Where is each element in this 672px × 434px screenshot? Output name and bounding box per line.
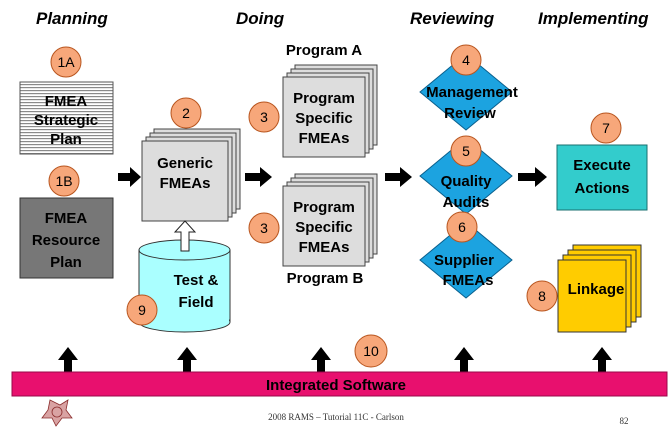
badge-3b: 3: [248, 212, 280, 244]
badge-3a: 3: [248, 101, 280, 133]
program-a-line1: Program: [293, 90, 355, 107]
badge-4: 4: [450, 44, 482, 76]
supplier-fmeas-line1: Supplier: [434, 252, 494, 269]
svg-text:3: 3: [260, 109, 268, 125]
quality-audits-line1: Quality: [441, 173, 493, 190]
program-b-line2: Specific: [295, 219, 353, 236]
program-a-stack: Program Specific FMEAs: [282, 64, 378, 158]
strategic-plan-line2: Strategic: [34, 112, 98, 129]
phase-planning: Planning: [36, 9, 108, 28]
strategic-plan-line1: FMEA: [45, 93, 88, 110]
svg-text:10: 10: [363, 343, 379, 359]
svg-text:1B: 1B: [55, 173, 72, 189]
program-a-line2: Specific: [295, 110, 353, 127]
execute-line2: Actions: [574, 180, 629, 197]
resource-plan-line1: FMEA: [45, 210, 88, 227]
badge-5: 5: [450, 135, 482, 167]
program-b-line1: Program: [293, 199, 355, 216]
svg-text:3: 3: [260, 220, 268, 236]
rams-logo: [41, 399, 73, 427]
phase-doing: Doing: [236, 9, 285, 28]
linkage-stack: Linkage: [557, 244, 642, 333]
resource-plan-line3: Plan: [50, 254, 82, 271]
linkage-label: Linkage: [568, 281, 625, 298]
arrow-test-to-generic: [173, 220, 197, 252]
badge-8: 8: [526, 280, 558, 312]
execute-actions-box: Execute Actions: [556, 144, 648, 211]
quality-audits-line2: Audits: [443, 194, 490, 211]
footer-text: 2008 RAMS – Tutorial 11C - Carlson: [268, 412, 404, 422]
badge-1a: 1A: [50, 46, 82, 78]
badge-10: 10: [354, 334, 388, 368]
execute-line1: Execute: [573, 157, 631, 174]
phase-implementing: Implementing: [538, 9, 649, 28]
phase-reviewing: Reviewing: [410, 9, 495, 28]
resource-plan-box: FMEA Resource Plan: [19, 197, 114, 279]
strategic-plan-box: FMEA Strategic Plan: [19, 81, 114, 155]
test-field-line1: Test &: [174, 272, 219, 289]
svg-text:5: 5: [462, 143, 470, 159]
management-review-line2: Review: [444, 105, 496, 122]
supplier-fmeas-diamond: [419, 221, 513, 299]
test-field-cylinder: Test & Field: [138, 239, 231, 333]
svg-text:1A: 1A: [57, 54, 75, 70]
page-number: 82: [620, 416, 629, 426]
integrated-software-bar: Integrated Software: [11, 371, 668, 397]
svg-text:6: 6: [458, 219, 466, 235]
arrow-review-to-execute: [518, 167, 547, 187]
arrow-plan-to-generic: [118, 167, 141, 187]
program-b-stack: Program Specific FMEAs: [282, 173, 378, 267]
svg-text:2: 2: [182, 105, 190, 121]
badge-2: 2: [170, 97, 202, 129]
badge-1b: 1B: [48, 165, 80, 197]
software-up-arrows: [58, 347, 612, 372]
program-b-title: Program B: [287, 270, 364, 287]
program-a-title: Program A: [286, 42, 362, 59]
integrated-software-label: Integrated Software: [266, 377, 406, 394]
badge-6: 6: [446, 211, 478, 243]
management-review-diamond: [419, 53, 513, 131]
svg-text:7: 7: [602, 120, 610, 136]
generic-line2: FMEAs: [160, 175, 211, 192]
badge-7: 7: [590, 112, 622, 144]
strategic-plan-line3: Plan: [50, 131, 82, 148]
arrow-program-to-review: [385, 167, 412, 187]
program-b-line3: FMEAs: [299, 239, 350, 256]
generic-fmeas-stack: Generic FMEAs: [141, 128, 241, 222]
management-review-line1: Management: [426, 84, 518, 101]
supplier-fmeas-line2: FMEAs: [443, 272, 494, 289]
svg-text:8: 8: [538, 288, 546, 304]
arrow-generic-to-program: [245, 167, 272, 187]
test-field-line2: Field: [178, 294, 213, 311]
resource-plan-line2: Resource: [32, 232, 100, 249]
generic-line1: Generic: [157, 155, 213, 172]
badge-9: 9: [126, 294, 158, 326]
program-a-line3: FMEAs: [299, 130, 350, 147]
svg-text:4: 4: [462, 52, 470, 68]
svg-text:9: 9: [138, 302, 146, 318]
